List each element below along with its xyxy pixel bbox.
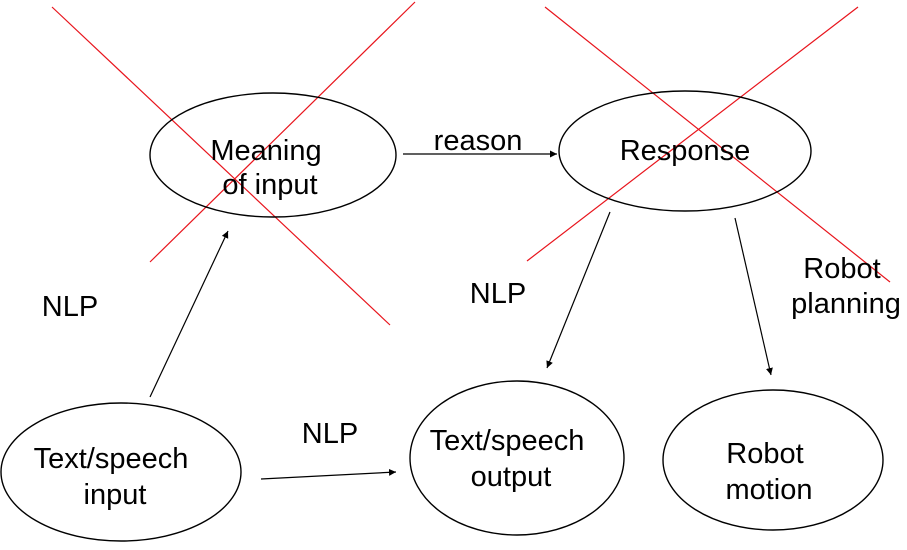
- node-meaning-of-input: Meaning of input: [149, 92, 397, 218]
- edge-input-to-meaning: NLP: [42, 230, 229, 398]
- node-shape: [0, 402, 242, 542]
- meaning-cross-out: [51, 1, 416, 326]
- node-label-line: Meaning: [210, 135, 321, 167]
- svg-text:Robot planning: Robot planning: [791, 253, 901, 320]
- svg-text:Meaning of input: Meaning of input: [210, 135, 329, 201]
- node-text-speech-input: Text/speech input: [0, 402, 242, 542]
- edge-label-robot-planning: Robot: [803, 253, 880, 285]
- edge-response-to-robot-motion: Robot planning: [734, 217, 901, 376]
- node-shape: [558, 90, 812, 212]
- node-label-line: Text/speech: [430, 425, 585, 457]
- svg-text:Text/speech output: Text/speech output: [430, 425, 593, 493]
- edge-label-robot-planning: planning: [791, 288, 901, 320]
- svg-text:Robot motion: Robot motion: [725, 438, 812, 506]
- edge-arrow: [260, 468, 397, 480]
- cross-line: [51, 6, 391, 326]
- svg-text:Response: Response: [620, 135, 751, 167]
- response-cross-out: [526, 6, 891, 283]
- node-label-line: input: [84, 479, 147, 511]
- node-label-line: of input: [222, 169, 317, 201]
- cross-line: [526, 6, 859, 262]
- edge-response-to-output: NLP: [470, 211, 611, 369]
- edge-arrow: [149, 230, 229, 398]
- edge-label-nlp: NLP: [470, 278, 526, 310]
- cross-line: [149, 1, 416, 263]
- svg-text:reason: reason: [434, 125, 523, 157]
- node-label-line: Robot: [726, 438, 803, 470]
- node-shape: [409, 380, 625, 536]
- svg-text:NLP: NLP: [302, 418, 358, 450]
- edge-label-nlp: NLP: [42, 291, 98, 323]
- node-response: Response: [558, 90, 812, 212]
- edge-arrow: [546, 211, 611, 369]
- cross-line: [544, 6, 891, 283]
- node-label-line: motion: [725, 474, 812, 506]
- edge-meaning-to-response: reason: [403, 125, 557, 158]
- svg-text:Text/speech input: Text/speech input: [34, 443, 197, 511]
- node-label-line: Response: [620, 135, 751, 167]
- svg-text:NLP: NLP: [42, 291, 98, 323]
- node-text-speech-output: Text/speech output: [409, 380, 625, 536]
- node-shape: [149, 92, 397, 218]
- node-shape: [662, 389, 884, 531]
- edge-label-nlp: NLP: [302, 418, 358, 450]
- node-robot-motion: Robot motion: [662, 389, 884, 531]
- node-label-line: Text/speech: [34, 443, 189, 475]
- edge-input-to-output: NLP: [260, 418, 397, 480]
- node-label-line: output: [471, 461, 552, 493]
- edge-arrow: [734, 217, 773, 376]
- edge-label-reason: reason: [434, 125, 523, 157]
- svg-text:NLP: NLP: [470, 278, 526, 310]
